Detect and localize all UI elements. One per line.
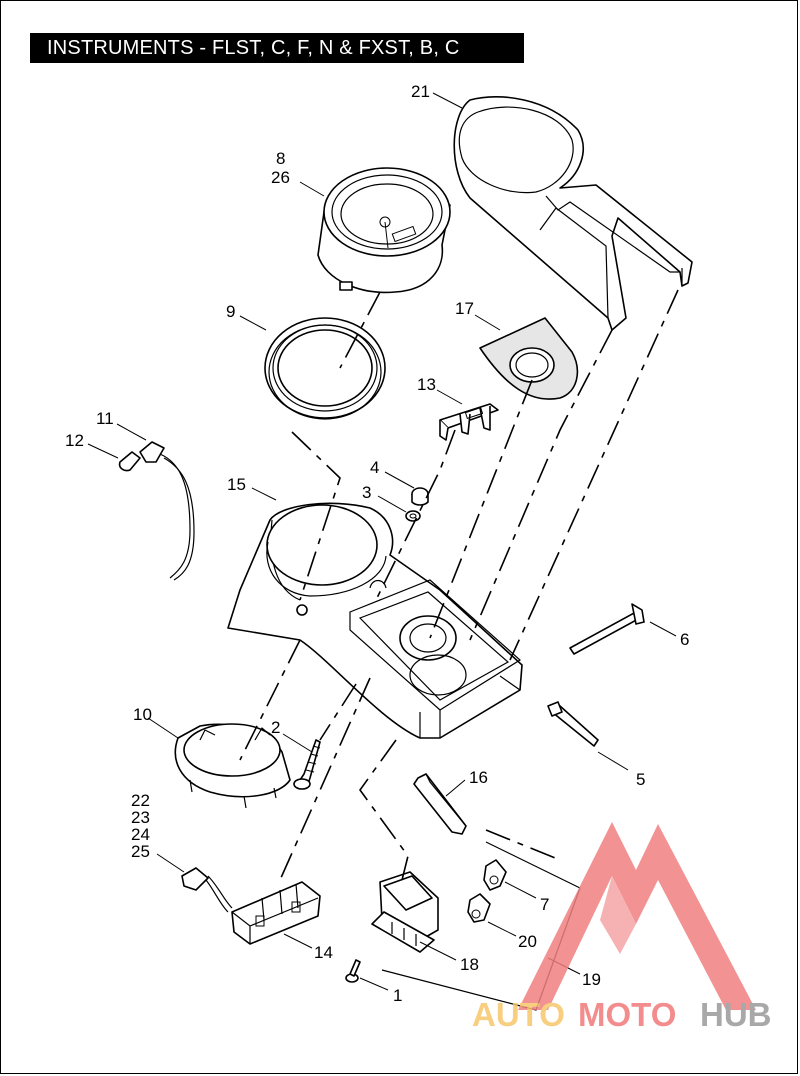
watermark-logo: AUTO MOTO HUB [472,822,772,1033]
callout-8: 8 [276,149,285,168]
part-20-bracket [467,893,491,923]
callout-25: 25 [131,842,150,861]
part-9-gasket [264,317,386,420]
part-6-cable-strap [569,603,645,655]
part-8-speedometer [317,167,451,294]
callout-9: 9 [226,302,235,321]
part-22-25-connector [181,867,233,913]
callout-19: 19 [582,970,601,989]
part-14-indicator [231,881,321,945]
callout-16: 16 [469,768,488,787]
diagram-title: INSTRUMENTS - FLST, C, F, N & FXST, B, C [30,33,524,63]
part-7-bracket [483,859,507,891]
part-3-washer [405,510,421,522]
watermark-text-hub: HUB [700,996,772,1033]
part-5-cable-strap [547,701,599,747]
watermark-text-moto: MOTO [578,996,676,1033]
part-15-console [227,502,523,739]
watermark-triangle-mark [518,822,756,1010]
callout-11: 11 [96,409,114,428]
callout-3: 3 [362,483,371,502]
callout-21: 21 [411,82,430,101]
callout-23: 23 [131,808,150,827]
part-18-gauge [371,871,439,953]
callout-5: 5 [636,770,645,789]
callout-4: 4 [370,458,379,477]
callout-2: 2 [271,718,280,737]
callout-1: 1 [393,986,402,1005]
callout-14: 14 [314,943,333,962]
watermark-text-auto: AUTO [472,996,565,1033]
callout-15: 15 [227,475,246,494]
callout-13: 13 [417,375,436,394]
callout-12: 12 [65,431,84,450]
part-4-knob [411,487,429,506]
callout-17: 17 [455,299,474,318]
callout-labels: 21 8 26 9 17 13 11 12 4 3 15 6 10 2 5 16… [65,82,689,1005]
part-11-12-bulb-socket [118,441,195,581]
callout-7: 7 [540,895,549,914]
part-10-ring [174,723,291,809]
part-13-clip [439,403,499,441]
part-2-screw [293,739,321,790]
callout-20: 20 [518,932,537,951]
part-17-plate [479,317,579,400]
callout-10: 10 [133,705,152,724]
part-16-strip [413,773,467,835]
callout-24: 24 [131,825,150,844]
leader-lines [87,92,677,991]
part-1-screw [345,959,361,983]
callout-22: 22 [131,791,150,810]
part-21-cover [453,96,693,331]
callout-26: 26 [271,168,290,187]
callout-18: 18 [460,955,479,974]
callout-6: 6 [680,630,689,649]
